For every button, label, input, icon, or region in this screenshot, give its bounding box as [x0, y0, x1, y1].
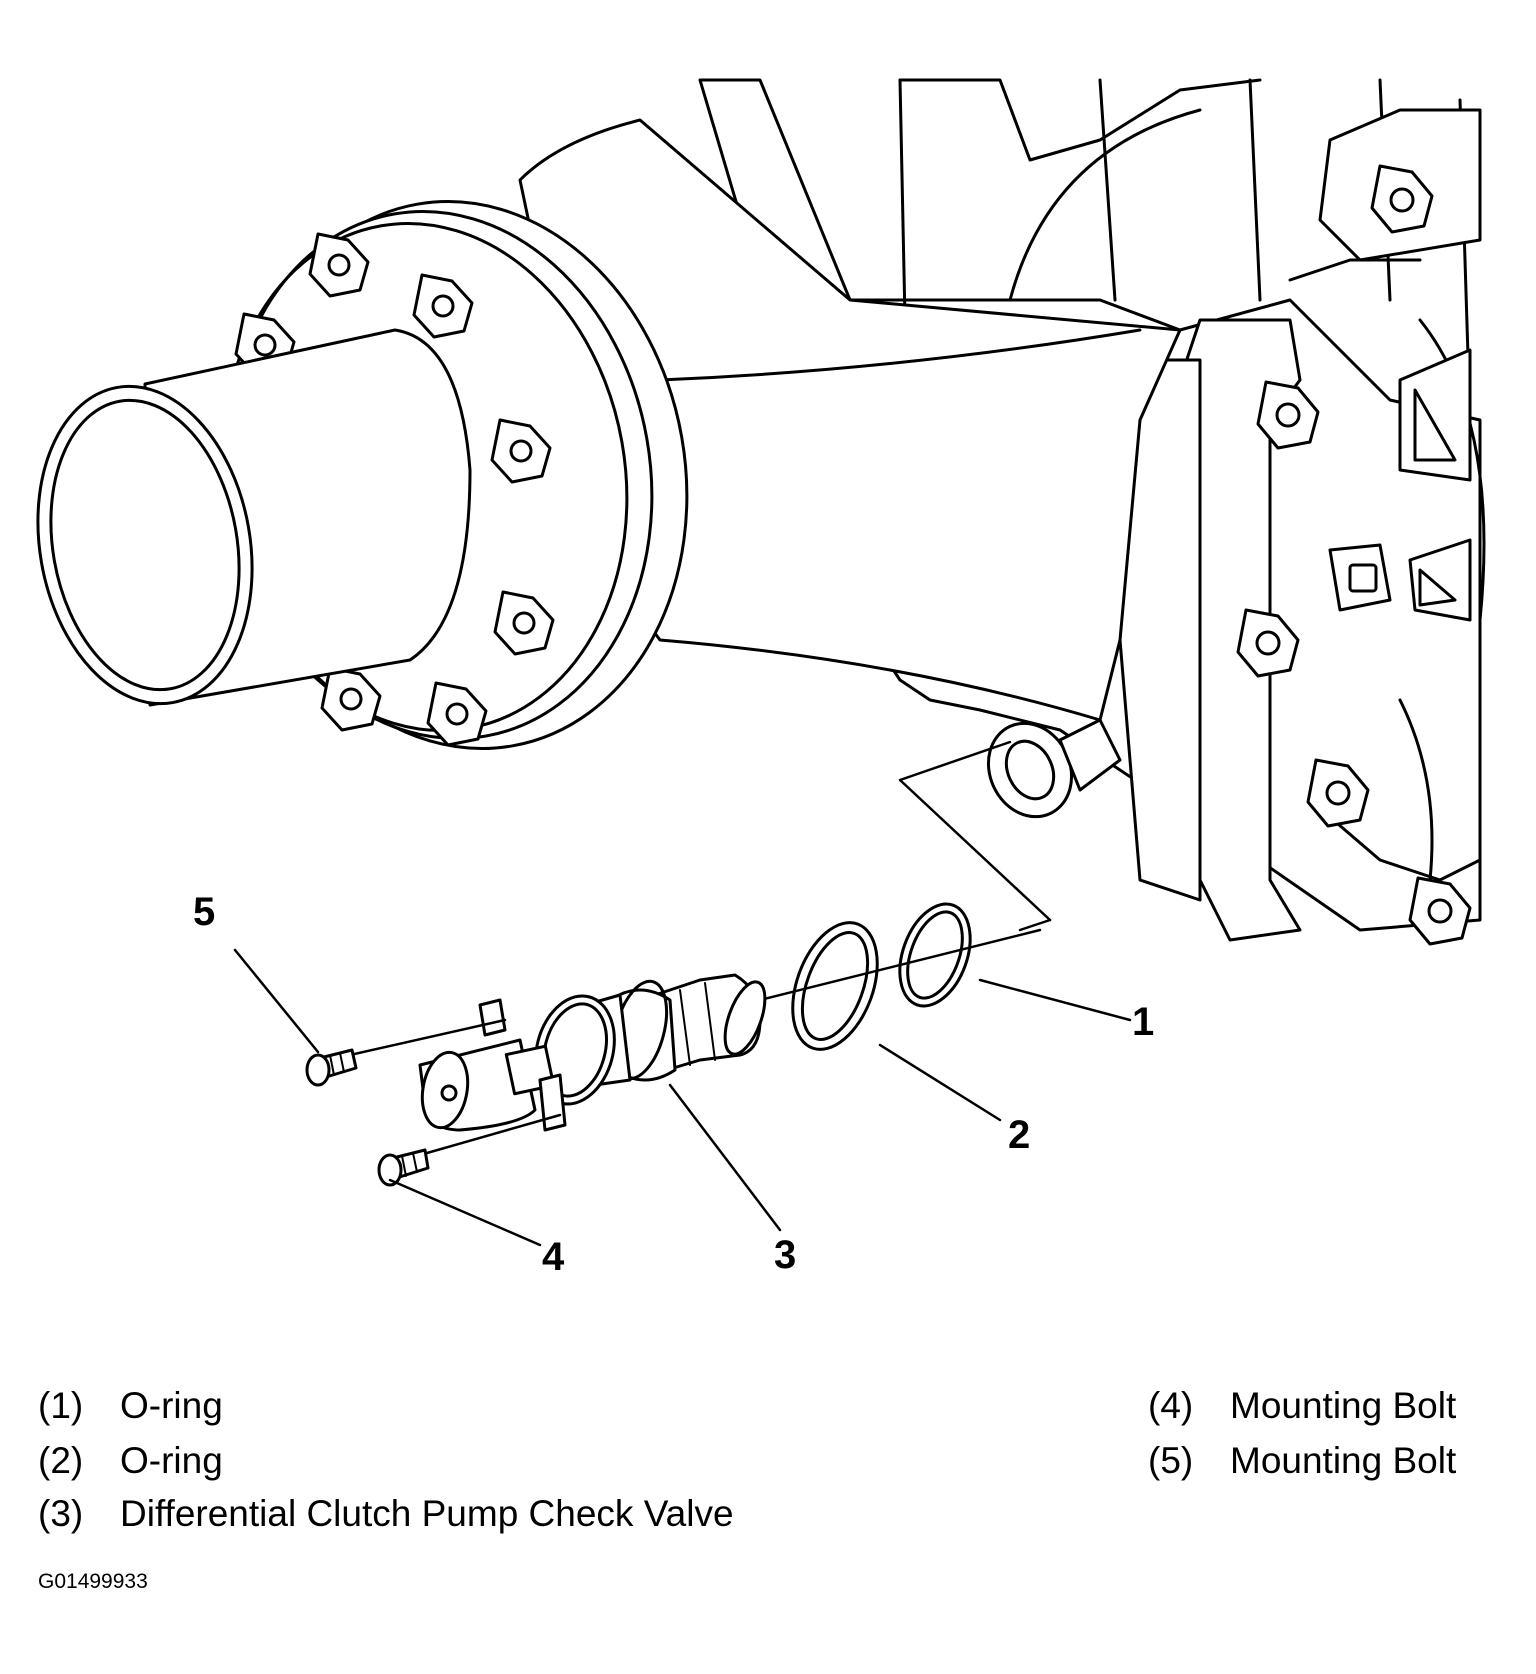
exploded-view-diagram: 1 2 3 4 5 [36, 78, 1486, 1279]
flange-bolt [308, 232, 370, 298]
differential-clutch-pump-check-valve [418, 973, 767, 1132]
legend-label: Mounting Bolt [1230, 1385, 1457, 1426]
legend-label: O-ring [120, 1440, 223, 1481]
mounting-bolt-4 [377, 1113, 562, 1187]
callout-3: 3 [774, 1233, 796, 1277]
legend-number: (1) [38, 1385, 84, 1426]
flange-bolt [493, 590, 555, 656]
cover-bolt [1370, 164, 1434, 234]
callout-5: 5 [193, 890, 215, 934]
cover-bolt [1256, 380, 1320, 450]
callout-2: 2 [1008, 1113, 1030, 1157]
flange-bolt [490, 418, 552, 484]
callout-4: 4 [542, 1235, 565, 1279]
legend-number: (2) [38, 1440, 84, 1481]
legend-number: (4) [1148, 1385, 1194, 1426]
flange-bolt [412, 273, 474, 339]
legend-label: O-ring [120, 1385, 223, 1426]
cover-bolt [1306, 758, 1370, 828]
flange-bolt [426, 681, 488, 747]
legend-label: Differential Clutch Pump Check Valve [120, 1493, 734, 1534]
legend-number: (5) [1148, 1440, 1194, 1481]
legend-number: (3) [38, 1493, 84, 1534]
figure-id: G01499933 [38, 1570, 148, 1593]
callout-1: 1 [1132, 1000, 1154, 1044]
legend-label: Mounting Bolt [1230, 1440, 1457, 1481]
o-ring-2 [791, 921, 879, 1051]
axle-tube [518, 118, 1182, 722]
cover-bolt [1236, 608, 1300, 678]
cover-bolt [1408, 876, 1472, 946]
flange-bolt [320, 666, 382, 732]
mounting-bolt-5 [305, 1018, 507, 1087]
